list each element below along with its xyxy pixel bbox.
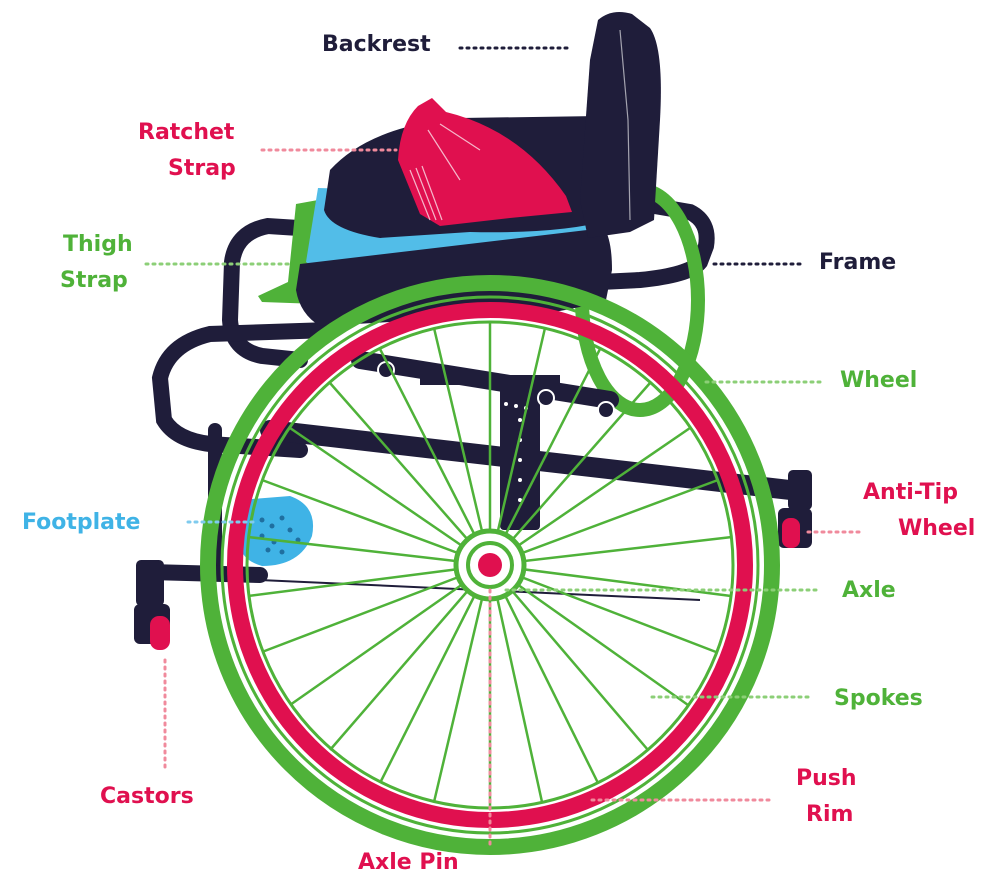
anti-tip-arm: [788, 470, 812, 510]
label-push-rim-line1: Push: [796, 764, 857, 794]
label-footplate: Footplate: [22, 508, 140, 538]
label-backrest: Backrest: [322, 30, 431, 60]
label-push-rim-line2: Rim: [806, 800, 853, 830]
label-ratchet-strap-line2: Strap: [168, 154, 236, 184]
label-thigh-strap-line1: Thigh: [63, 230, 133, 260]
backrest-shape: [580, 12, 661, 238]
label-ratchet-strap-line1: Ratchet: [138, 118, 234, 148]
castor-fork: [136, 560, 164, 606]
label-axle-pin: Axle Pin: [358, 848, 459, 878]
anti-tip-wheel-shape: [782, 518, 800, 548]
label-castors: Castors: [100, 782, 194, 812]
label-wheel: Wheel: [840, 366, 917, 396]
label-axle: Axle: [842, 576, 896, 606]
label-anti-tip-line1: Anti-Tip: [863, 478, 958, 508]
label-frame: Frame: [819, 248, 896, 278]
label-thigh-strap-line2: Strap: [60, 266, 128, 296]
castor-wheel: [150, 616, 170, 650]
label-anti-tip-line2: Wheel: [898, 514, 975, 544]
axle-pin-cap: [478, 553, 502, 577]
label-spokes: Spokes: [834, 684, 923, 714]
